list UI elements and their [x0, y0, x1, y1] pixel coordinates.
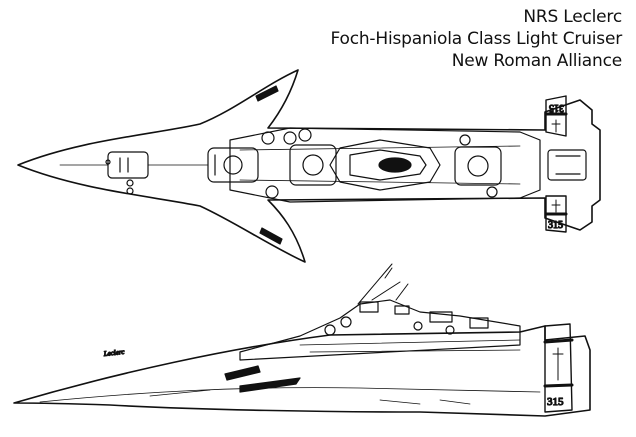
turret-a — [207, 147, 259, 183]
ship-name: NRS Leclerc — [523, 7, 622, 27]
top-view-hull-outline — [17, 69, 601, 263]
top-fin-number: 315 — [549, 102, 564, 113]
side-tail-fin — [543, 323, 574, 413]
turret-b — [261, 128, 337, 199]
side-view-hull-outline — [13, 325, 591, 417]
turret-c — [454, 134, 502, 198]
aft-turret — [547, 149, 587, 181]
side-masts — [357, 263, 409, 305]
lower-wing-stripe — [259, 227, 283, 245]
forward-turret — [105, 151, 149, 195]
side-view — [13, 263, 591, 417]
title-block: NRS Leclerc Foch-Hispaniola Class Light … — [330, 6, 623, 72]
side-fin-number: 315 — [547, 396, 564, 408]
top-view — [17, 69, 601, 263]
side-ship-name-script: Leclerc — [102, 348, 125, 358]
side-hull-stripe — [224, 365, 261, 381]
central-bridge — [329, 139, 441, 191]
ship-class: Foch-Hispaniola Class Light Cruiser — [330, 29, 623, 49]
upper-tail-fin — [544, 95, 568, 137]
lower-tail-fin — [544, 195, 568, 233]
bottom-fin-number: 315 — [548, 220, 563, 231]
side-superstructure — [239, 299, 521, 361]
main-deck-outline — [229, 127, 541, 203]
faction-name: New Roman Alliance — [451, 51, 622, 71]
upper-wing-stripe — [255, 85, 279, 102]
